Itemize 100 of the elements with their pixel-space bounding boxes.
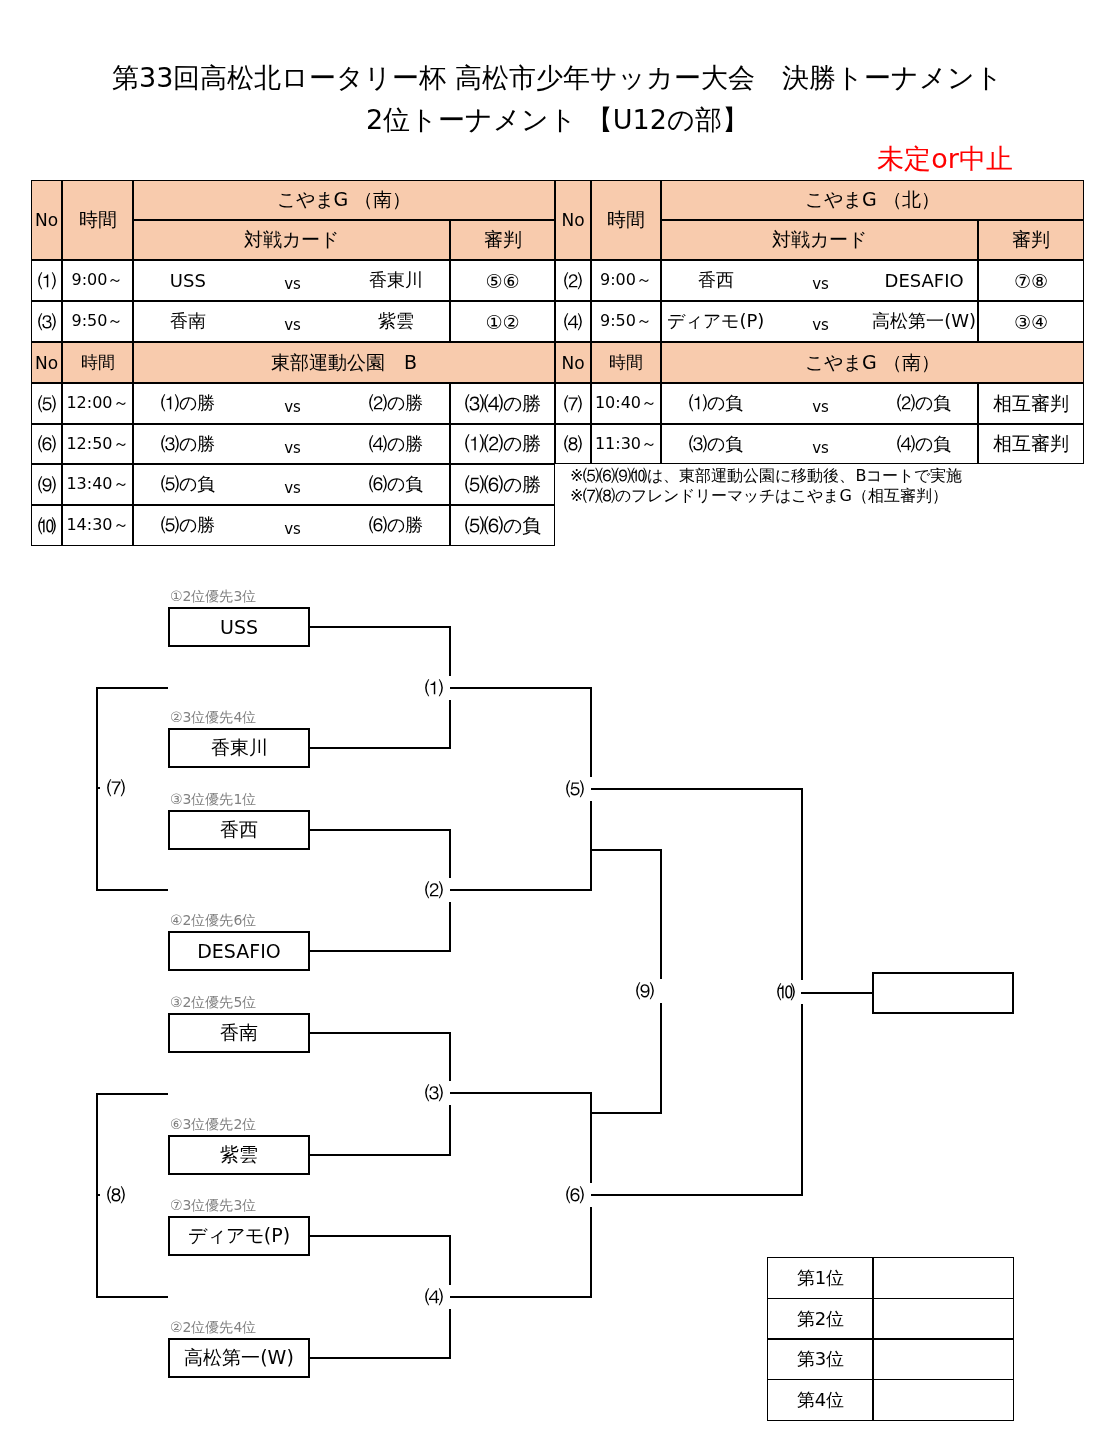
status-note: 未定or中止 [876, 142, 1014, 176]
header-cell: No [31, 180, 62, 260]
header-cell: 対戦カード [661, 220, 978, 260]
bracket-line [96, 1194, 169, 1298]
team-box: 香西 [168, 810, 310, 850]
referee-text: ①② [450, 301, 555, 342]
note: ※⑸⑹⑼⑽は、東部運動公園に移動後、Bコートで実施 [570, 465, 964, 486]
referee-text: ⑸⑹の勝 [450, 464, 555, 505]
team-box: 高松第一(W) [168, 1338, 310, 1378]
vs-label: vs [283, 519, 302, 540]
match-number: ⑴ [31, 260, 62, 301]
time-text: 12:50～ [62, 424, 133, 464]
team-box: ディアモ(P) [168, 1216, 310, 1256]
seed-label: ③3位優先1位 [170, 790, 258, 809]
bracket-line [309, 1032, 451, 1082]
seed-label: ④2位優先6位 [170, 911, 258, 930]
header-cell: こやまG （南） [661, 342, 1084, 383]
vs-label: vs [283, 478, 302, 499]
match-number: ⑻ [100, 1183, 132, 1207]
seed-label: ③2位優先5位 [170, 993, 258, 1012]
vs-label: vs [811, 274, 830, 295]
referee-text: ⑶⑷の勝 [450, 383, 555, 424]
time-text: 9:50～ [591, 301, 661, 342]
team-name: 香東川 [368, 268, 425, 292]
team-name: ⑶の勝 [159, 431, 216, 456]
referee-text: 相互審判 [978, 383, 1084, 424]
time-text: 14:30～ [62, 505, 133, 546]
header-cell: 時間 [591, 342, 661, 383]
header-cell: No [31, 342, 62, 383]
referee-text: ③④ [978, 301, 1084, 342]
bracket-line [309, 829, 451, 879]
team-name: ⑸の負 [159, 472, 216, 496]
match-number: ⑺ [100, 776, 132, 800]
team-name: ⑴の負 [687, 391, 744, 415]
vs-label: vs [811, 315, 830, 336]
time-text: 10:40～ [591, 383, 661, 424]
header-cell: 時間 [591, 180, 661, 260]
header-cell: 時間 [62, 342, 133, 383]
referee-text: ⑦⑧ [978, 260, 1084, 301]
vs-label: vs [283, 437, 302, 459]
bracket-line [309, 1235, 451, 1286]
bracket-line [96, 1093, 169, 1196]
match-number: ⑼ [629, 979, 661, 1003]
team-name: ⑶の負 [687, 431, 744, 456]
seed-label: ②2位優先4位 [170, 1318, 258, 1337]
header-cell: 対戦カード [133, 220, 450, 260]
rank-label: 第4位 [767, 1378, 874, 1421]
match-number: ⑽ [770, 980, 802, 1004]
note: ※⑺⑻のフレンドリーマッチはこやまG（相互審判） [570, 485, 949, 506]
vs-label: vs [811, 437, 830, 459]
team-name: ⑵の勝 [368, 391, 425, 415]
match-number: ⑺ [555, 383, 591, 424]
team-name: ⑷の勝 [368, 431, 425, 456]
bracket-line [449, 1206, 592, 1298]
team-name: ⑴の勝 [159, 391, 216, 415]
match-number: ⑶ [31, 301, 62, 342]
header-cell: こやまG （南） [133, 180, 555, 220]
bracket-line [590, 1003, 803, 1196]
winner-box [872, 972, 1014, 1014]
bracket-line [590, 788, 803, 981]
bracket-line [309, 1308, 451, 1359]
match-number: ⑷ [555, 301, 591, 342]
time-text: 12:00～ [62, 383, 133, 424]
time-text: 13:40～ [62, 464, 133, 505]
team-name: DESAFIO [883, 268, 965, 293]
time-text: 9:00～ [62, 260, 133, 301]
title: 第33回高松北ロータリー杯 高松市少年サッカー大会 決勝トーナメント [111, 61, 1004, 95]
team-name: 香西 [696, 268, 735, 292]
seed-label: ②3位優先4位 [170, 708, 258, 727]
bracket-line [801, 991, 873, 994]
subtitle: 2位トーナメント 【U12の部】 [365, 103, 750, 137]
match-number: ⑸ [31, 383, 62, 424]
match-number: ⑶ [418, 1081, 450, 1105]
header-cell: こやまG （北） [661, 180, 1084, 220]
team-name: ⑷の負 [896, 431, 953, 456]
team-name: ⑹の負 [368, 472, 425, 496]
header-cell: 審判 [450, 220, 555, 260]
team-box: DESAFIO [168, 931, 310, 971]
referee-text: ⑸⑹の負 [450, 505, 555, 546]
rank-label: 第3位 [767, 1338, 874, 1380]
team-box: 香南 [168, 1013, 310, 1053]
vs-label: vs [811, 397, 830, 418]
team-name: 紫雲 [377, 309, 416, 333]
rank-label: 第1位 [767, 1257, 874, 1299]
team-box: 紫雲 [168, 1135, 310, 1175]
team-box: 香東川 [168, 728, 310, 768]
vs-label: vs [283, 315, 302, 336]
bracket-line [449, 687, 592, 778]
seed-label: ①2位優先3位 [170, 587, 258, 606]
bracket-line [309, 1104, 451, 1156]
team-name: USS [168, 268, 207, 293]
match-number: ⑼ [31, 464, 62, 505]
bracket-line [96, 787, 169, 891]
match-number: ⑷ [418, 1285, 450, 1309]
team-name: ⑸の勝 [159, 513, 216, 537]
match-number: ⑻ [555, 424, 591, 464]
match-number: ⑴ [418, 676, 450, 700]
vs-label: vs [283, 397, 302, 418]
bracket-line [309, 699, 451, 749]
referee-text: ⑴⑵の勝 [450, 424, 555, 464]
